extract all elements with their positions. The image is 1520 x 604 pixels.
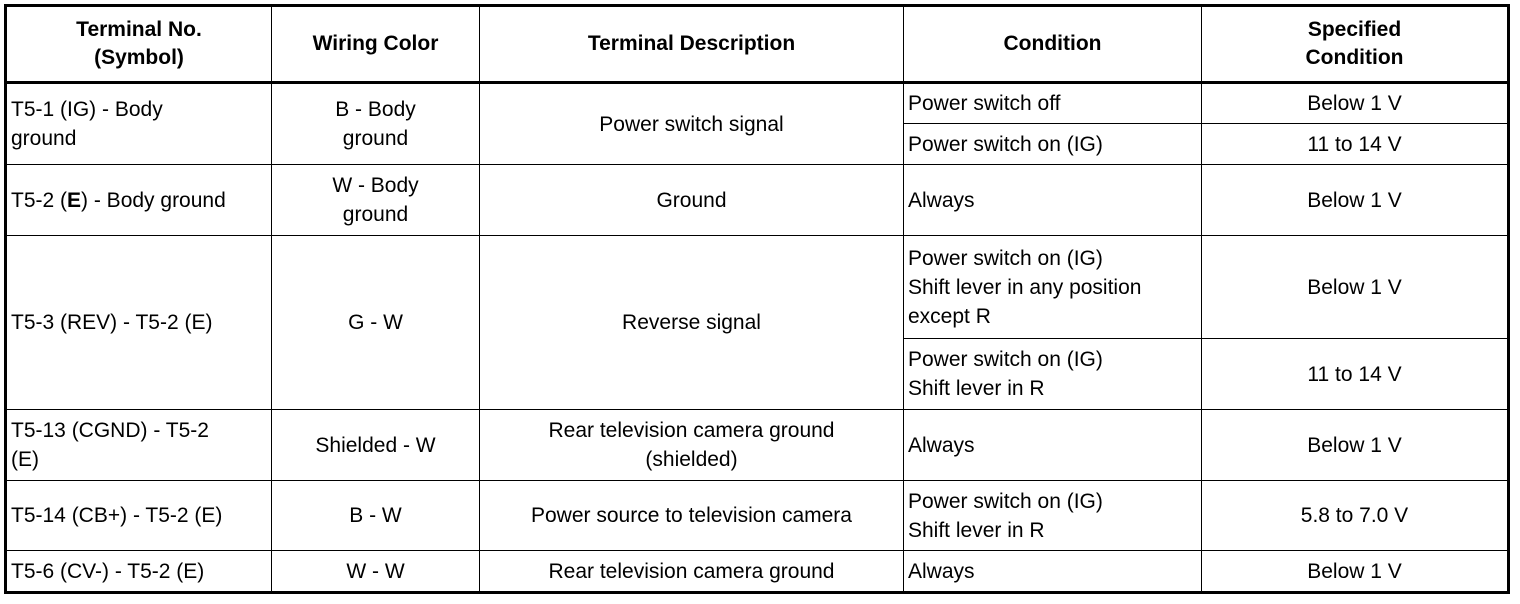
terminal-cell: T5-13 (CGND) - T5-2 (E) bbox=[5, 409, 272, 481]
wiring-color-cell: B - Body ground bbox=[271, 82, 480, 165]
specified-cell: Below 1 V bbox=[1201, 235, 1509, 339]
description-cell: Ground bbox=[479, 164, 904, 236]
terminal-cell: T5-1 (IG) - Body ground bbox=[5, 82, 272, 165]
specified-cell: 11 to 14 V bbox=[1201, 338, 1509, 410]
terminal-text-c: ) - Body ground bbox=[81, 188, 226, 212]
condition-cell: Power switch on (IG) bbox=[903, 123, 1202, 165]
table-row: T5-13 (CGND) - T5-2 (E) Shielded - W Rea… bbox=[5, 409, 1509, 481]
table-row: T5-1 (IG) - Body ground B - Body ground … bbox=[5, 82, 1509, 165]
specified-cell: Below 1 V bbox=[1201, 164, 1509, 236]
terminal-spec-table: Terminal No. (Symbol) Wiring Color Termi… bbox=[4, 4, 1510, 594]
table-row: T5-2 (E) - Body ground W - Body ground G… bbox=[5, 164, 1509, 236]
description-cell: Rear television camera ground (shielded) bbox=[479, 409, 904, 481]
condition-cell: Always bbox=[903, 550, 1202, 593]
header-row: Terminal No. (Symbol) Wiring Color Termi… bbox=[5, 5, 1509, 84]
header-terminal: Terminal No. (Symbol) bbox=[5, 5, 272, 84]
specified-cell: Below 1 V bbox=[1201, 82, 1509, 124]
header-wiring-color: Wiring Color bbox=[271, 5, 480, 84]
wiring-color-cell: W - W bbox=[271, 550, 480, 593]
table-wrapper: Terminal No. (Symbol) Wiring Color Termi… bbox=[4, 4, 1510, 594]
description-cell: Reverse signal bbox=[479, 235, 904, 410]
specified-cell: Below 1 V bbox=[1201, 550, 1509, 593]
wiring-color-cell: Shielded - W bbox=[271, 409, 480, 481]
description-cell: Power switch signal bbox=[479, 82, 904, 165]
header-condition: Condition bbox=[903, 5, 1202, 84]
header-specified-condition: Specified Condition bbox=[1201, 5, 1509, 84]
condition-cell: Always bbox=[903, 164, 1202, 236]
terminal-text-b: E bbox=[67, 188, 82, 212]
wiring-color-cell: B - W bbox=[271, 480, 480, 551]
condition-cell: Power switch on (IG) Shift lever in any … bbox=[903, 235, 1202, 339]
table-row: Power switch on (IG) 11 to 14 V bbox=[6, 123, 1509, 165]
terminal-cell: T5-2 (E) - Body ground bbox=[5, 164, 272, 236]
table-row: T5-14 (CB+) - T5-2 (E) B - W Power sourc… bbox=[5, 480, 1509, 551]
terminal-cell: T5-14 (CB+) - T5-2 (E) bbox=[5, 480, 272, 551]
wiring-color-cell: W - Body ground bbox=[271, 164, 480, 236]
condition-cell: Power switch on (IG) Shift lever in R bbox=[903, 338, 1202, 410]
terminal-cell: T5-6 (CV-) - T5-2 (E) bbox=[5, 550, 272, 593]
terminal-cell: T5-3 (REV) - T5-2 (E) bbox=[5, 235, 272, 410]
specified-cell: 5.8 to 7.0 V bbox=[1201, 480, 1509, 551]
table-row: T5-6 (CV-) - T5-2 (E) W - W Rear televis… bbox=[5, 550, 1509, 593]
condition-cell: Always bbox=[903, 409, 1202, 481]
table-row: T5-3 (REV) - T5-2 (E) G - W Reverse sign… bbox=[5, 235, 1509, 410]
description-cell: Rear television camera ground bbox=[479, 550, 904, 593]
header-terminal-description: Terminal Description bbox=[479, 5, 904, 84]
terminal-text-a: T5-2 ( bbox=[11, 188, 68, 212]
condition-cell: Power switch on (IG) Shift lever in R bbox=[903, 480, 1202, 551]
table-row: Power switch on (IG) Shift lever in R 11… bbox=[6, 338, 1509, 410]
wiring-color-cell: G - W bbox=[271, 235, 480, 410]
condition-cell: Power switch off bbox=[903, 82, 1202, 124]
description-cell: Power source to television camera bbox=[479, 480, 904, 551]
specified-cell: Below 1 V bbox=[1201, 409, 1509, 481]
specified-cell: 11 to 14 V bbox=[1201, 123, 1509, 165]
